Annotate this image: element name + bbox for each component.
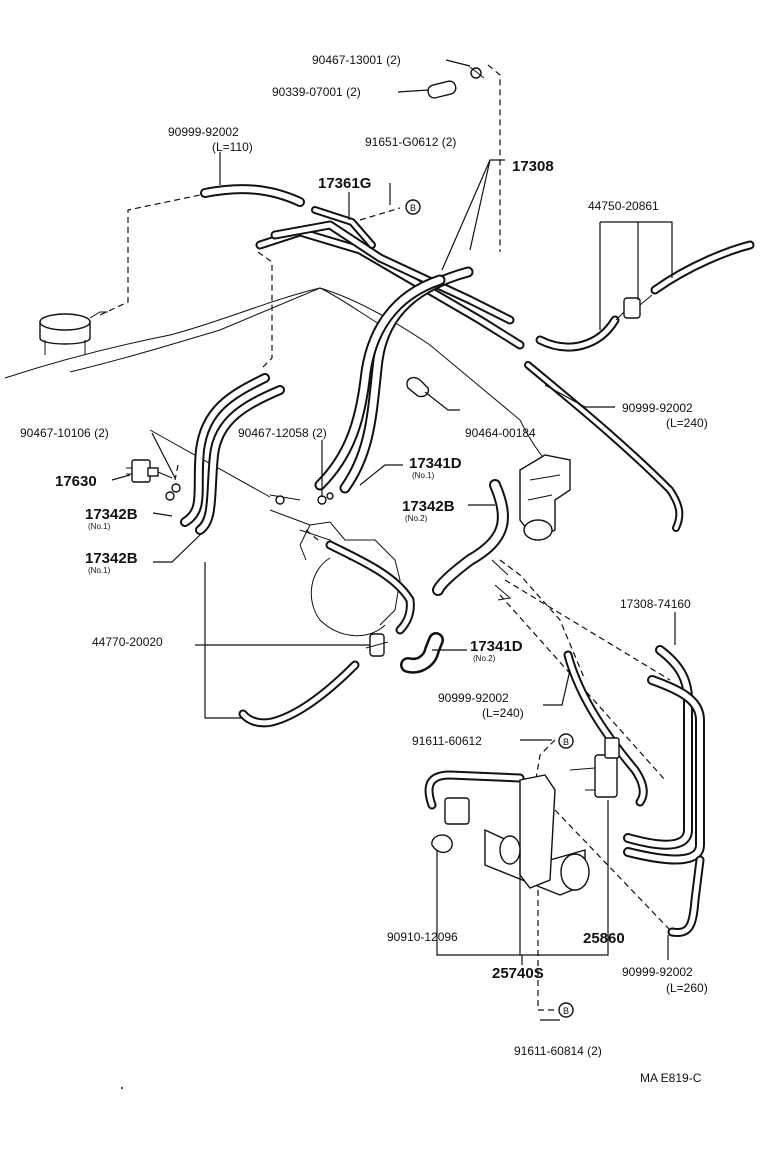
label-25860: 25860	[583, 930, 625, 947]
label-90339-07001: 90339-07001 (2)	[272, 85, 361, 99]
ref-marker-b-1: B	[405, 199, 421, 215]
label-17342b-no2: 17342B	[402, 498, 455, 515]
label-90999-92002-d: 90999-92002	[622, 965, 693, 979]
label-17341d-no1: 17341D	[409, 455, 462, 472]
label-17342b-no1-b-sub: (No.1)	[88, 566, 111, 575]
label-17361g: 17361G	[318, 175, 371, 192]
figure-reference-code: MA E819-C	[640, 1071, 702, 1085]
dashed-leaders	[99, 64, 671, 1011]
label-25740s: 25740S	[492, 965, 544, 982]
label-17342b-no2-sub: (No.2)	[405, 514, 428, 523]
part-labels: 90467-13001 (2) 90339-07001 (2) 90999-92…	[20, 53, 708, 1085]
label-90999-92002-a-len: (L=110)	[212, 140, 253, 154]
label-90467-10106: 90467-10106 (2)	[20, 426, 109, 440]
label-90999-92002-b: 90999-92002	[622, 401, 693, 415]
label-17308: 17308	[512, 158, 554, 175]
label-44770-20020: 44770-20020	[92, 635, 163, 649]
svg-text:B: B	[410, 203, 416, 213]
stray-dot	[121, 1087, 123, 1089]
label-91611-60612: 91611-60612	[412, 734, 482, 748]
label-17308-74160: 17308-74160	[620, 597, 691, 611]
label-17341d-no1-sub: (No.1)	[412, 471, 435, 480]
label-90999-92002-b-len: (L=240)	[666, 416, 708, 430]
label-90999-92002-c-len: (L=240)	[482, 706, 524, 720]
engine-outline	[4, 287, 551, 637]
svg-text:B: B	[563, 737, 569, 747]
filler-cap-part	[39, 311, 108, 355]
label-17342b-no1-b: 17342B	[85, 550, 138, 567]
label-17341d-no2-sub: (No.2)	[473, 654, 496, 663]
components	[126, 66, 653, 896]
label-91611-60814: 91611-60814 (2)	[514, 1044, 602, 1058]
label-90464-00184: 90464-00184	[465, 426, 536, 440]
label-17342b-no1-a: 17342B	[85, 506, 138, 523]
label-44750-20861: 44750-20861	[588, 199, 659, 213]
ref-marker-b-3: B	[558, 1002, 574, 1018]
leader-lines	[111, 59, 676, 1021]
label-90910-12096: 90910-12096	[387, 930, 458, 944]
label-17342b-no1-a-sub: (No.1)	[88, 522, 111, 531]
label-90999-92002-a: 90999-92002	[168, 125, 239, 139]
label-17630: 17630	[55, 473, 97, 490]
label-90999-92002-d-len: (L=260)	[666, 981, 708, 995]
label-90467-13001: 90467-13001 (2)	[312, 53, 401, 67]
label-90467-12058: 90467-12058 (2)	[238, 426, 327, 440]
svg-text:B: B	[563, 1006, 569, 1016]
label-90999-92002-c: 90999-92002	[438, 691, 509, 705]
label-91651-g0612: 91651-G0612 (2)	[365, 135, 456, 149]
label-17341d-no2: 17341D	[470, 638, 523, 655]
ref-marker-b-2: B	[558, 733, 574, 749]
hoses	[180, 184, 755, 937]
